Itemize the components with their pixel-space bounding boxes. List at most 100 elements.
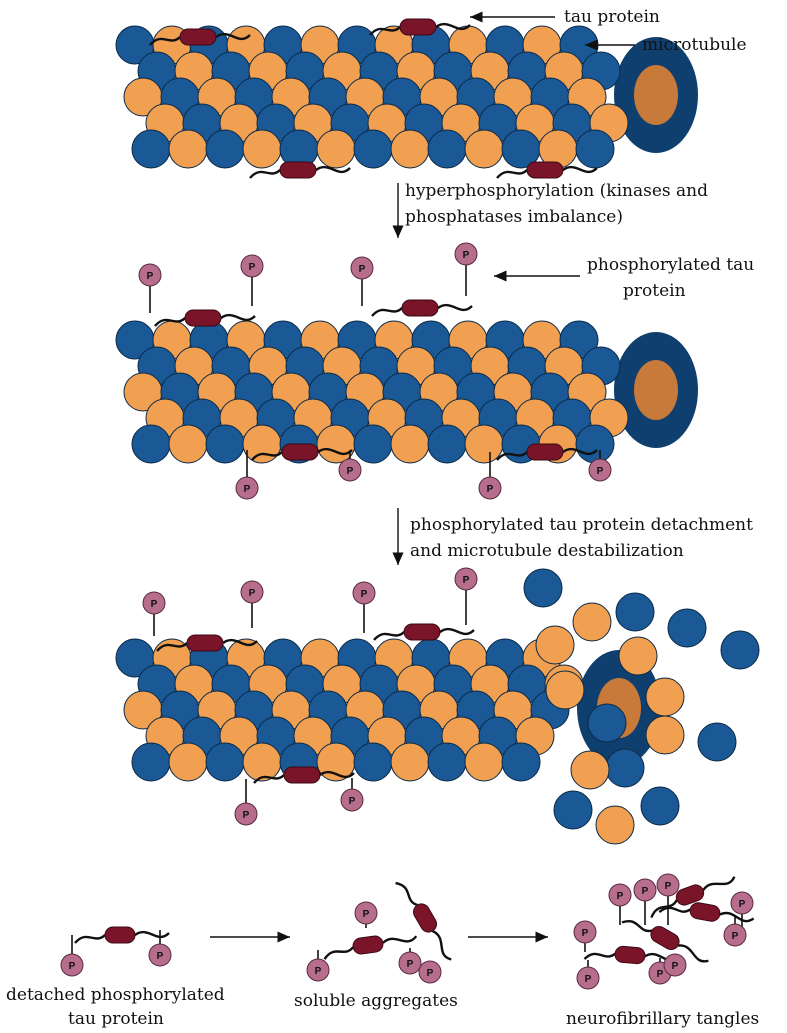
- label-neurofibrillary-tangles: neurofibrillary tangles: [566, 1009, 759, 1029]
- tau-protein: [253, 766, 355, 784]
- tau-body: [352, 935, 384, 955]
- label-phospho-tau-line1: phosphorylated tau: [587, 255, 754, 275]
- phosphate-circle: [338, 458, 362, 482]
- tau-body: [413, 903, 437, 933]
- arrows: [210, 11, 635, 943]
- tubulin-subunit: [131, 424, 171, 464]
- tau-protein: [496, 443, 598, 461]
- tau-body: [104, 926, 136, 944]
- tubulin-subunit: [464, 129, 504, 169]
- tau-protein: [395, 881, 452, 961]
- tau-body: [614, 945, 646, 965]
- phosphate-symbol: P: [243, 810, 250, 821]
- microtubule-intact: [115, 25, 698, 169]
- tubulin-subunit: [427, 129, 467, 169]
- tau-protein: [323, 935, 418, 960]
- phosphate-circle: [60, 953, 84, 977]
- phosphate-circle: [656, 873, 680, 897]
- label-tau-protein: tau protein: [564, 7, 660, 27]
- phosphate-symbol: P: [151, 599, 158, 610]
- phosphate-symbol: P: [427, 968, 434, 979]
- label-detached-line2: tau protein: [68, 1009, 164, 1029]
- phosphate-symbol: P: [244, 484, 251, 495]
- tubulin-subunit: [535, 625, 575, 665]
- tau-protein: [74, 926, 170, 944]
- label-soluble-aggregates: soluble aggregates: [294, 991, 458, 1011]
- label-step1-line2: phosphatases imbalance): [405, 207, 623, 227]
- tubulin-subunit: [645, 715, 685, 755]
- tubulin-subunit: [390, 424, 430, 464]
- tau-tail: [496, 165, 598, 179]
- tau-body: [186, 634, 224, 652]
- phosphate-circle: [418, 960, 442, 984]
- tubulin-subunit: [575, 129, 615, 169]
- phosphate-circle: [306, 958, 330, 982]
- tubulin-subunit: [595, 805, 635, 845]
- phosphate-symbol: P: [359, 264, 366, 275]
- tubulin-subunit: [523, 568, 563, 608]
- phosphate-circle: [138, 263, 162, 287]
- tubulin-subunit: [605, 748, 645, 788]
- tubulin-subunit: [587, 703, 627, 743]
- tau-body: [689, 902, 721, 922]
- tubulin-subunit: [545, 670, 585, 710]
- tubulin-subunit: [316, 129, 356, 169]
- phosphate-symbol: P: [585, 974, 592, 985]
- phosphate-circle: [573, 920, 597, 944]
- tau-body: [184, 309, 222, 327]
- phosphate-symbol: P: [672, 961, 679, 972]
- label-step2-line1: phosphorylated tau protein detachment: [410, 515, 753, 535]
- phosphate-symbol: P: [347, 466, 354, 477]
- phosphate-circle: [454, 567, 478, 591]
- tubulin-subunit: [427, 424, 467, 464]
- tubulin-subunit: [168, 129, 208, 169]
- tubulin-subunit: [131, 742, 171, 782]
- phosphate-circle: [730, 891, 754, 915]
- label-microtubule: microtubule: [642, 35, 747, 55]
- tau-tail: [249, 165, 351, 179]
- phosphate-circle: [633, 878, 657, 902]
- tau-body: [283, 766, 321, 784]
- tubulin-subunit: [353, 129, 393, 169]
- phosphate-symbol: P: [349, 796, 356, 807]
- tau-protein: [149, 28, 251, 46]
- tau-protein: [373, 623, 475, 641]
- tau-body: [403, 623, 441, 641]
- phosphate-symbol: P: [665, 881, 672, 892]
- tubulin-subunit: [697, 722, 737, 762]
- tubulin-subunit: [720, 630, 760, 670]
- phosphate-circle: [576, 966, 600, 990]
- phosphate-circle: [588, 458, 612, 482]
- phosphate-circle: [352, 581, 376, 605]
- phosphate-circle: [340, 788, 364, 812]
- tau-tail: [156, 638, 258, 652]
- phosphate-symbol: P: [315, 966, 322, 977]
- tau-tail: [74, 930, 170, 944]
- tau-tail: [621, 919, 709, 963]
- tau-tail: [371, 303, 473, 317]
- phosphate-circle: [234, 802, 258, 826]
- tubulin-subunit: [390, 742, 430, 782]
- tubulin-subunit: [640, 786, 680, 826]
- tubulin-subunit: [501, 742, 541, 782]
- phosphate-symbol: P: [249, 262, 256, 273]
- phosphate-symbol: P: [739, 899, 746, 910]
- phosphate-circle: [350, 256, 374, 280]
- phosphate-circle: [240, 254, 264, 278]
- tubulin-subunit: [575, 424, 615, 464]
- tau-tail: [373, 627, 475, 641]
- tau-body: [526, 161, 564, 179]
- label-step2-line2: and microtubule destabilization: [410, 541, 684, 561]
- phosphate-symbol: P: [463, 250, 470, 261]
- microtubule-phosphorylated: [115, 320, 698, 464]
- phosphate-circle: [142, 591, 166, 615]
- phosphate-symbol: P: [69, 961, 76, 972]
- tau-tail: [154, 313, 256, 327]
- phosphate-symbol: P: [157, 951, 164, 962]
- tau-protein: [369, 18, 471, 36]
- tubulin-subunit: [615, 592, 655, 632]
- tubulin-subunit: [645, 677, 685, 717]
